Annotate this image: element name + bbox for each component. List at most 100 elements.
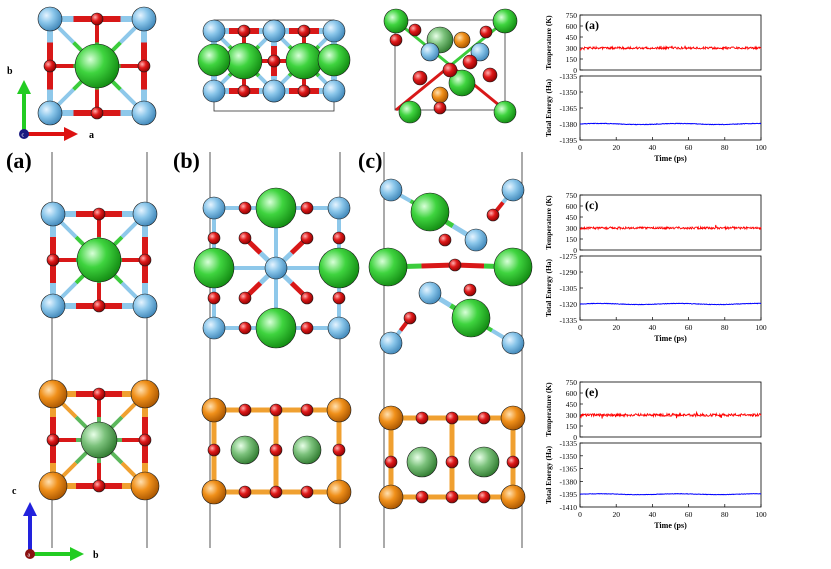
red-atom xyxy=(403,311,417,325)
axis-indicator-bottom: c b a xyxy=(12,486,99,561)
red-atom xyxy=(445,455,459,469)
label-b: (b) xyxy=(173,148,200,173)
red-atom xyxy=(332,291,346,305)
blue-atom xyxy=(470,42,490,62)
temperature-tick-label: 300 xyxy=(566,411,578,420)
x-tick-label: 60 xyxy=(685,510,693,519)
x-tick-label: 100 xyxy=(755,510,767,519)
temperature-tick-label: 600 xyxy=(566,22,578,31)
green-atom xyxy=(80,421,118,459)
structure-labels: (a) (b) (c) xyxy=(6,148,382,173)
blue-atom xyxy=(132,201,158,227)
green-atom xyxy=(398,100,422,124)
temperature-series-line xyxy=(579,224,762,231)
green-atom xyxy=(383,8,409,34)
red-atom xyxy=(238,231,252,245)
axis-origin-icon xyxy=(19,129,29,139)
axis-letter-b: b xyxy=(7,66,13,77)
red-atom xyxy=(300,321,314,335)
energy-series-line xyxy=(579,122,762,126)
green-atom xyxy=(76,237,122,283)
energy-tick-label: -1320 xyxy=(560,300,578,309)
red-atom xyxy=(238,321,252,335)
x-axis-label: Time (ps) xyxy=(654,334,687,343)
red-atom xyxy=(415,411,429,425)
red-atom xyxy=(332,443,346,457)
red-atom xyxy=(92,387,106,401)
x-tick-label: 80 xyxy=(721,510,729,519)
red-atom xyxy=(332,231,346,245)
red-atom xyxy=(237,84,251,98)
blue-atom xyxy=(464,228,488,252)
axis-letter-c: c xyxy=(12,486,17,497)
red-atom xyxy=(238,403,252,417)
blue-atom xyxy=(322,19,346,43)
red-atom xyxy=(207,291,221,305)
red-atom xyxy=(300,485,314,499)
red-atom xyxy=(90,106,104,120)
green-atom xyxy=(255,187,297,229)
x-axis-label: Time (ps) xyxy=(654,154,687,163)
blue-atom xyxy=(132,293,158,319)
red-atom xyxy=(138,433,152,447)
blue-atom xyxy=(501,331,525,355)
energy-tick-label: -1335 xyxy=(560,439,578,448)
temperature-tick-label: 150 xyxy=(566,235,578,244)
blue-atom xyxy=(379,178,403,202)
md-panel-(c): (c)0150300450600750-1275-1290-1305-1320-… xyxy=(544,191,767,343)
red-atom xyxy=(297,84,311,98)
green-atom xyxy=(492,8,518,34)
energy-tick-label: -1335 xyxy=(560,72,578,81)
crystal-structures xyxy=(37,6,533,548)
red-atom xyxy=(92,299,106,313)
temperature-tick-label: 150 xyxy=(566,422,578,431)
red-atom xyxy=(90,12,104,26)
red-atom xyxy=(438,233,452,247)
red-atom xyxy=(412,70,428,86)
red-atom xyxy=(138,253,152,267)
orange-atom xyxy=(38,379,68,409)
temperature-tick-label: 0 xyxy=(573,66,577,75)
blue-atom xyxy=(37,6,63,32)
red-atom xyxy=(238,291,252,305)
energy-tick-label: -1350 xyxy=(560,452,578,461)
green-atom xyxy=(317,43,351,77)
axis-origin-icon xyxy=(25,549,35,559)
red-atom xyxy=(43,59,57,73)
blue-atom xyxy=(131,100,157,126)
blue-atom xyxy=(131,6,157,32)
temperature-plot-frame xyxy=(579,194,762,251)
temperature-series-line xyxy=(579,45,762,52)
blue-atom xyxy=(262,79,286,103)
temperature-plot-frame xyxy=(579,381,762,438)
temperature-tick-label: 450 xyxy=(566,33,578,42)
red-atom xyxy=(463,283,477,297)
blue-atom xyxy=(202,196,226,220)
orange-atom xyxy=(130,379,160,409)
green-atom xyxy=(451,298,491,338)
red-atom xyxy=(46,253,60,267)
green-atom xyxy=(448,69,476,97)
blue-atom xyxy=(322,79,346,103)
x-axis-label: Time (ps) xyxy=(654,521,687,530)
label-a: (a) xyxy=(6,148,32,173)
temperature-tick-label: 750 xyxy=(566,191,578,200)
green-atom xyxy=(230,435,260,465)
orange-atom xyxy=(378,484,404,510)
orange-atom xyxy=(130,471,160,501)
blue-atom xyxy=(202,316,226,340)
energy-tick-label: -1380 xyxy=(560,120,578,129)
temperature-tick-label: 0 xyxy=(573,246,577,255)
red-atom xyxy=(269,443,283,457)
blue-atom xyxy=(262,19,286,43)
temperature-axis-label: Temperature (K) xyxy=(544,382,553,437)
temperature-tick-label: 150 xyxy=(566,55,578,64)
orange-atom xyxy=(500,405,526,431)
energy-axis-label: Total Energy (Ha) xyxy=(544,445,553,504)
red-atom xyxy=(415,490,429,504)
panel-label: (a) xyxy=(585,18,599,32)
red-atom xyxy=(46,433,60,447)
x-tick-label: 40 xyxy=(649,323,657,332)
energy-tick-label: -1365 xyxy=(560,465,578,474)
